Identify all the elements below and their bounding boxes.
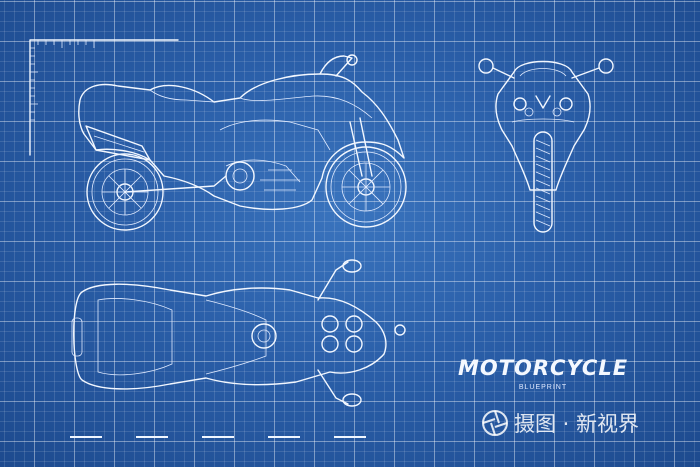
scale-bar-segment bbox=[268, 436, 300, 438]
scale-bar-segment bbox=[334, 436, 366, 438]
watermark-text: 摄图 · 新视界 bbox=[514, 412, 640, 436]
camera-aperture-logo bbox=[482, 410, 508, 436]
front-view bbox=[478, 58, 614, 233]
corner-ruler bbox=[29, 39, 179, 156]
side-view bbox=[78, 54, 407, 231]
blueprint-subtitle: BLUEPRINT bbox=[518, 384, 568, 391]
watermark: 摄图 · 新视界 bbox=[482, 408, 639, 438]
top-view bbox=[71, 259, 406, 407]
blueprint-title: MOTORCYCLE bbox=[457, 356, 629, 380]
scale-bar-segment bbox=[70, 436, 102, 438]
scale-bar-segment bbox=[136, 436, 168, 438]
scale-bar-segment bbox=[202, 436, 234, 438]
